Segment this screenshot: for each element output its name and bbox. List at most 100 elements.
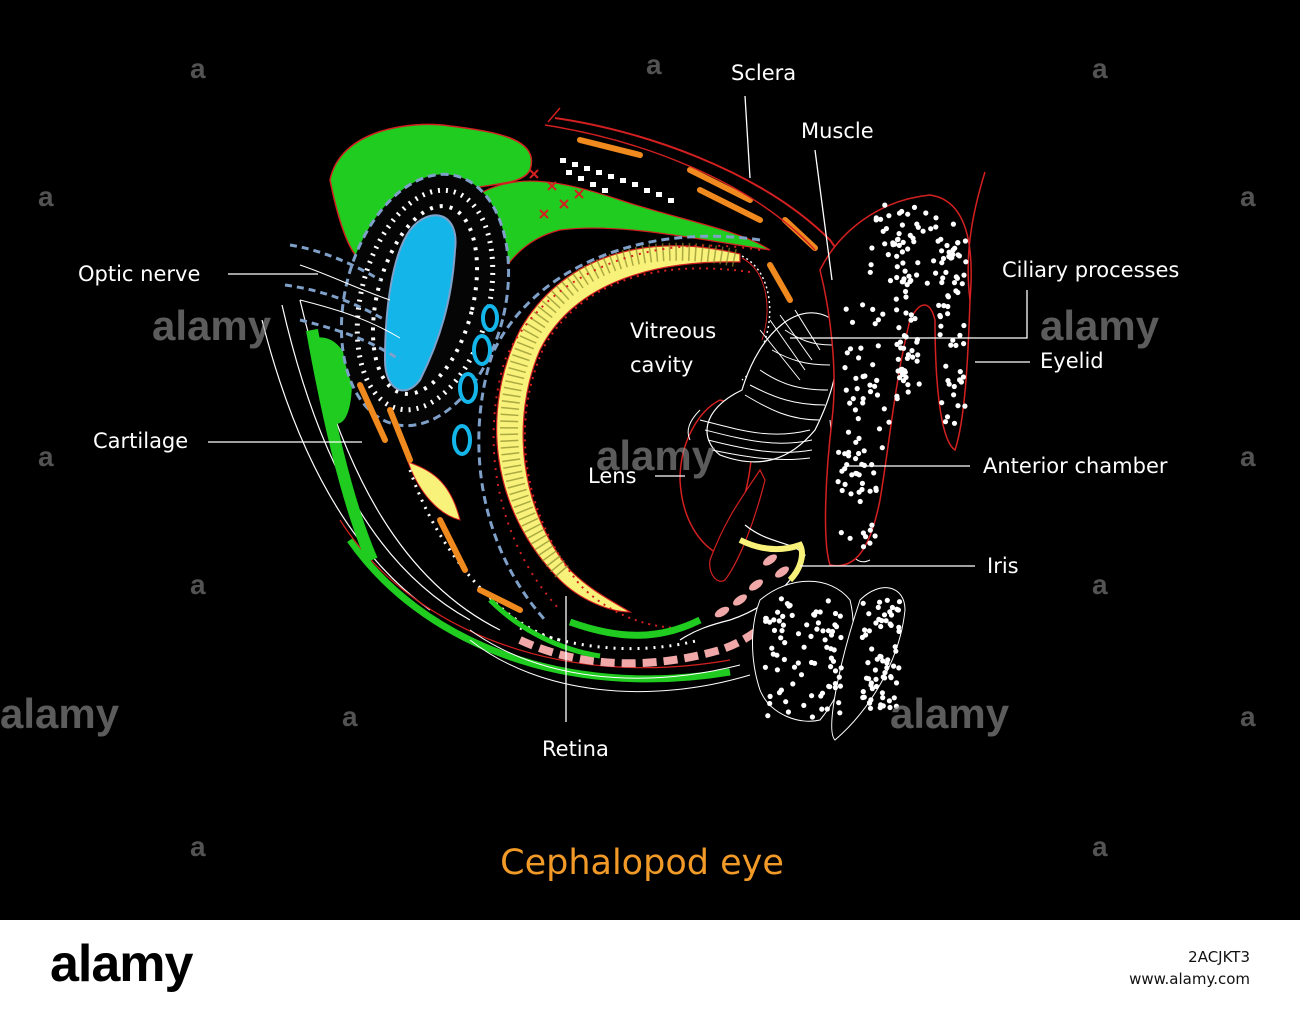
stipple-dot	[818, 693, 824, 699]
stipple-dot	[861, 448, 867, 454]
stipple-dot	[859, 486, 865, 493]
stipple-dot	[867, 488, 873, 494]
stipple-dot	[825, 598, 831, 604]
watermark-letter: a	[38, 181, 54, 212]
stipple-dot	[839, 487, 845, 494]
stipple-dot	[895, 236, 901, 242]
cartilage-band	[347, 537, 731, 683]
stipple-dot	[795, 631, 802, 637]
stipple-dot	[905, 246, 911, 252]
stipple-dot	[867, 382, 873, 388]
stipple-dot	[903, 334, 909, 340]
watermark-logo: alamy	[0, 690, 120, 737]
eyelid-dots	[835, 202, 969, 550]
stipple-dot	[896, 325, 902, 331]
watermark-logo: alamy	[596, 432, 716, 479]
stipple-dot	[939, 248, 945, 254]
stipple-dot	[882, 241, 888, 247]
stipple-dot	[945, 293, 951, 299]
stipple-dot	[915, 260, 921, 266]
stipple-dot	[881, 612, 888, 618]
stipple-dot	[860, 544, 867, 550]
stipple-dot	[933, 224, 939, 230]
stipple-dot	[951, 383, 957, 390]
stipple-dot	[899, 279, 905, 285]
stipple-dot	[887, 704, 893, 711]
stipple-dot	[867, 700, 873, 706]
stipple-dot	[832, 668, 839, 674]
diagram-canvas: a a a a a a a a a a a a a	[0, 49, 1256, 883]
stipple-dot	[889, 604, 896, 611]
stipple-dot	[853, 439, 859, 445]
stipple-dot	[937, 312, 943, 319]
stipple-dot	[880, 658, 886, 664]
stipple-dot	[875, 317, 882, 323]
stipple-dot	[950, 337, 956, 343]
stipple-dot	[868, 262, 874, 268]
label-muscle: Muscle	[801, 119, 874, 143]
stipple-dot	[849, 319, 856, 325]
label-cavity: cavity	[630, 353, 693, 377]
stipple-dot	[940, 255, 947, 262]
stipple-dot	[779, 628, 785, 634]
stipple-dot	[937, 332, 943, 338]
stipple-dot	[893, 648, 899, 654]
label-vitreous: Vitreous	[630, 319, 716, 343]
stipple-dot	[820, 628, 826, 634]
image-id: 2ACJKT3	[1188, 948, 1250, 966]
stipple-dot	[767, 700, 773, 707]
stipple-dot	[901, 345, 907, 351]
stipple-dot	[955, 240, 961, 246]
stipple-dot	[962, 403, 968, 409]
stipple-dot	[877, 599, 883, 605]
stipple-dot	[955, 403, 961, 409]
leader-lines	[208, 95, 1030, 722]
stipple-dot	[911, 204, 918, 210]
label-anterior-chamber: Anterior chamber	[983, 454, 1168, 478]
stipple-dot	[896, 628, 902, 635]
stipple-dot	[856, 355, 862, 361]
stipple-dot	[894, 606, 900, 612]
diagram-labels: Sclera Muscle Ciliary processes Eyelid O…	[78, 61, 1179, 761]
stipple-dot	[908, 277, 914, 284]
stipple-dot	[914, 358, 920, 364]
stipple-dot	[894, 393, 900, 399]
stipple-dot	[914, 221, 920, 227]
dotted-tissue	[560, 158, 674, 203]
stipple-dot	[778, 635, 784, 641]
stipple-dot	[778, 596, 785, 602]
stipple-dot	[884, 597, 890, 603]
stipple-dot	[767, 693, 773, 700]
stipple-dot	[939, 260, 945, 266]
stipple-dot	[874, 392, 881, 398]
stipple-dot	[783, 699, 789, 705]
stipple-dot	[961, 341, 967, 347]
stipple-dot	[923, 210, 929, 216]
stipple-dot	[893, 296, 899, 302]
footer-logo: alamy	[50, 935, 193, 993]
stipple-dot	[869, 245, 875, 251]
lower-dots	[762, 596, 903, 720]
watermark-letter: a	[1092, 53, 1108, 84]
stipple-dot	[853, 375, 859, 381]
stipple-dot	[770, 651, 776, 657]
stipple-dot	[860, 373, 866, 380]
stipple-dot	[809, 693, 815, 699]
stipple-dot	[874, 377, 880, 383]
stipple-dot	[903, 294, 909, 300]
stipple-dot	[924, 280, 930, 286]
stipple-dot	[909, 348, 915, 354]
stipple-dot	[781, 656, 788, 663]
stipple-dot	[939, 400, 945, 406]
stipple-dot	[838, 634, 844, 641]
stipple-dot	[849, 472, 855, 478]
stipple-dot	[894, 341, 900, 347]
stipple-dot	[907, 232, 913, 238]
site-url: www.alamy.com	[1129, 970, 1250, 988]
stipple-dot	[957, 369, 963, 375]
stipple-dot	[886, 419, 892, 425]
stipple-dot	[854, 386, 860, 392]
stipple-dot	[875, 343, 881, 349]
stipple-dot	[838, 530, 844, 536]
stipple-dot	[960, 374, 967, 380]
